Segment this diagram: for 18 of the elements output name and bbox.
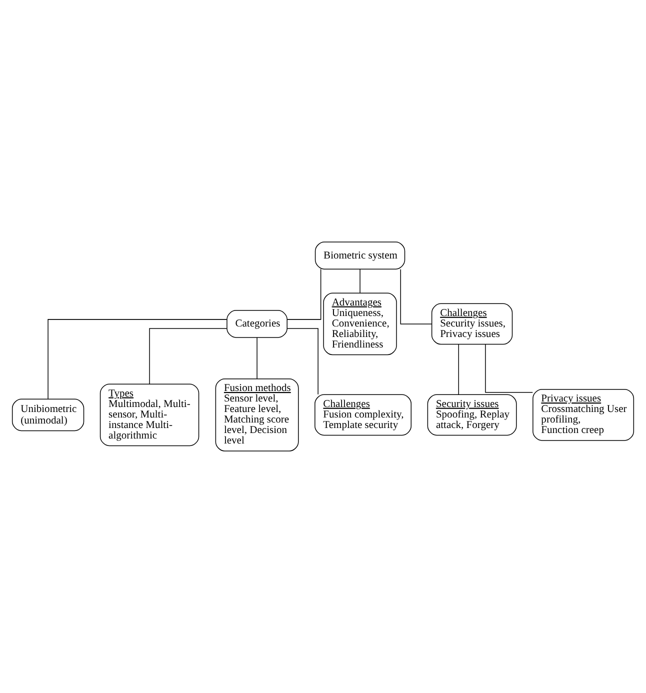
node-box: Fusion methods Sensor level, Feature level, Matching score level, Decision level xyxy=(215,378,299,452)
node-box: Advantages Uniqueness, Convenience, Reliability, Friendliness xyxy=(323,292,397,356)
connector xyxy=(256,337,258,380)
connector xyxy=(400,269,432,324)
connector xyxy=(48,319,228,400)
node-box: Biometric system xyxy=(314,242,406,270)
node-box: Unibiometric (unimodal) xyxy=(12,398,84,432)
node-box: Challenges Fusion complexity, Template security xyxy=(314,394,412,436)
connector xyxy=(485,344,534,393)
connector xyxy=(286,328,318,395)
node-box: Challenges Security issues, Privacy issues xyxy=(431,303,513,345)
node-box: Privacy issues Crossmatching User profiling, Function creep xyxy=(532,388,634,441)
node-box: Types Multimodal, Multi-sensor, Multi-instance Multi-algorithmic xyxy=(100,384,200,446)
connector xyxy=(287,268,322,320)
node-box: Security issues Spoofing, Replay attack, Forgery xyxy=(427,394,517,436)
connector xyxy=(149,328,228,384)
node-box: Categories xyxy=(226,310,288,338)
connector xyxy=(458,344,459,395)
